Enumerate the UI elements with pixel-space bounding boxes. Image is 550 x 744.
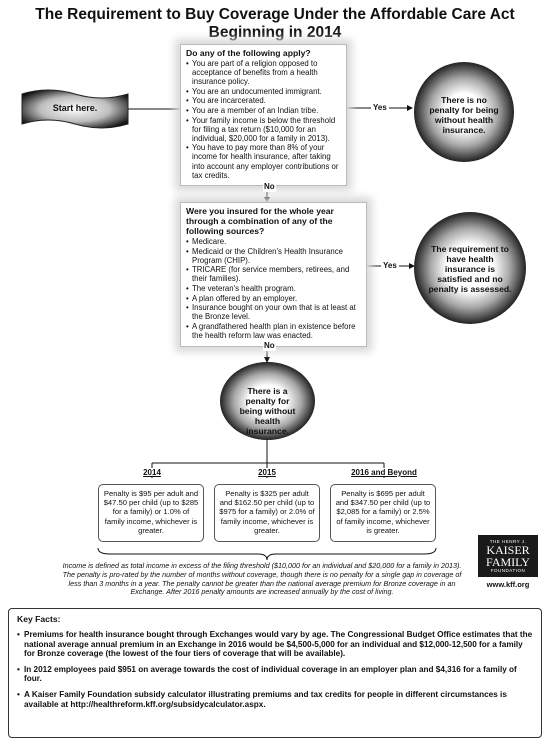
question1-item: You are incarcerated. [186, 96, 341, 105]
start-shape: Start here. [20, 88, 130, 130]
page-title: The Requirement to Buy Coverage Under th… [0, 6, 550, 42]
no-label-2: No [263, 340, 276, 351]
title-line-2: Beginning in 2014 [208, 24, 342, 41]
question2-item: Medicare. [186, 237, 361, 246]
no-penalty-text: There is no penalty for being without he… [429, 95, 499, 135]
key-facts-heading: Key Facts: [17, 614, 61, 624]
logo-line-3: FAMILY [486, 555, 530, 569]
logo-line-4: FOUNDATION [490, 568, 526, 573]
start-banner-graphic [21, 89, 129, 129]
title-line-1: The Requirement to Buy Coverage Under th… [35, 6, 515, 23]
logo-line-2: KAISER [486, 543, 530, 557]
key-fact-item: A Kaiser Family Foundation subsidy calcu… [17, 690, 533, 709]
requirement-satisfied-circle: The requirement to have health insurance… [414, 212, 526, 324]
question1-item: Your family income is below the threshol… [186, 116, 341, 143]
yes-label-1: Yes [371, 103, 389, 112]
key-fact-item: In 2012 employees paid $951 on average t… [17, 665, 533, 684]
year-2015: 2015 [217, 468, 317, 477]
year-2016-beyond: 2016 and Beyond [334, 468, 434, 477]
question2-item: A grandfathered health plan in existence… [186, 322, 361, 340]
question1-list: You are part of a religion opposed to ac… [186, 59, 341, 180]
penalty-circle: There is a penalty for being without hea… [220, 362, 315, 440]
question2-heading: Were you insured for the whole year thro… [186, 206, 334, 236]
question2-item: The veteran's health program. [186, 284, 361, 293]
question1-box: Do any of the following apply? You are p… [180, 44, 347, 187]
penalty-brace [97, 547, 437, 561]
key-facts-list: Premiums for health insurance bought thr… [17, 630, 533, 709]
logo-line-1: THE HENRY J. [489, 539, 527, 544]
kff-url: www.kff.org [486, 580, 530, 589]
start-label: Start here. [52, 103, 98, 113]
question1-item: You are part of a religion opposed to ac… [186, 59, 341, 86]
question2-item: A plan offered by an employer. [186, 294, 361, 303]
question1-heading: Do any of the following apply? [186, 48, 311, 58]
no-penalty-circle: There is no penalty for being without he… [414, 62, 514, 162]
question2-item: TRICARE (for service members, retirees, … [186, 265, 361, 283]
question2-item: Insurance bought on your own that is at … [186, 303, 361, 321]
kff-logo-block: THE HENRY J. KAISER FAMILY FOUNDATION [478, 535, 538, 577]
question1-item: You are an undocumented immigrant. [186, 87, 341, 96]
penalty-box-2015: Penalty is $325 per adult and $162.50 pe… [214, 484, 320, 542]
no-label-1: No [263, 181, 276, 192]
kff-logo: THE HENRY J. KAISER FAMILY FOUNDATION ww… [478, 535, 538, 589]
penalty-text: There is a penalty for being without hea… [239, 386, 296, 436]
year-2014: 2014 [102, 468, 202, 477]
requirement-satisfied-text: The requirement to have health insurance… [428, 244, 512, 294]
question1-item: You have to pay more than 8% of your inc… [186, 143, 341, 179]
income-footnote: Income is defined as total income in exc… [62, 561, 462, 597]
penalty-box-2014: Penalty is $95 per adult and $47.50 per … [98, 484, 204, 542]
question1-item: You are a member of an Indian tribe. [186, 106, 341, 115]
penalty-box-2016-beyond: Penalty is $695 per adult and $347.50 pe… [330, 484, 436, 542]
question2-box: Were you insured for the whole year thro… [180, 202, 367, 347]
key-fact-item: Premiums for health insurance bought thr… [17, 630, 533, 659]
question2-item: Medicaid or the Children's Health Insura… [186, 247, 361, 265]
question2-list: Medicare. Medicaid or the Children's Hea… [186, 237, 361, 340]
yes-label-2: Yes [381, 261, 399, 270]
key-facts-box: Key Facts: Premiums for health insurance… [8, 608, 542, 738]
